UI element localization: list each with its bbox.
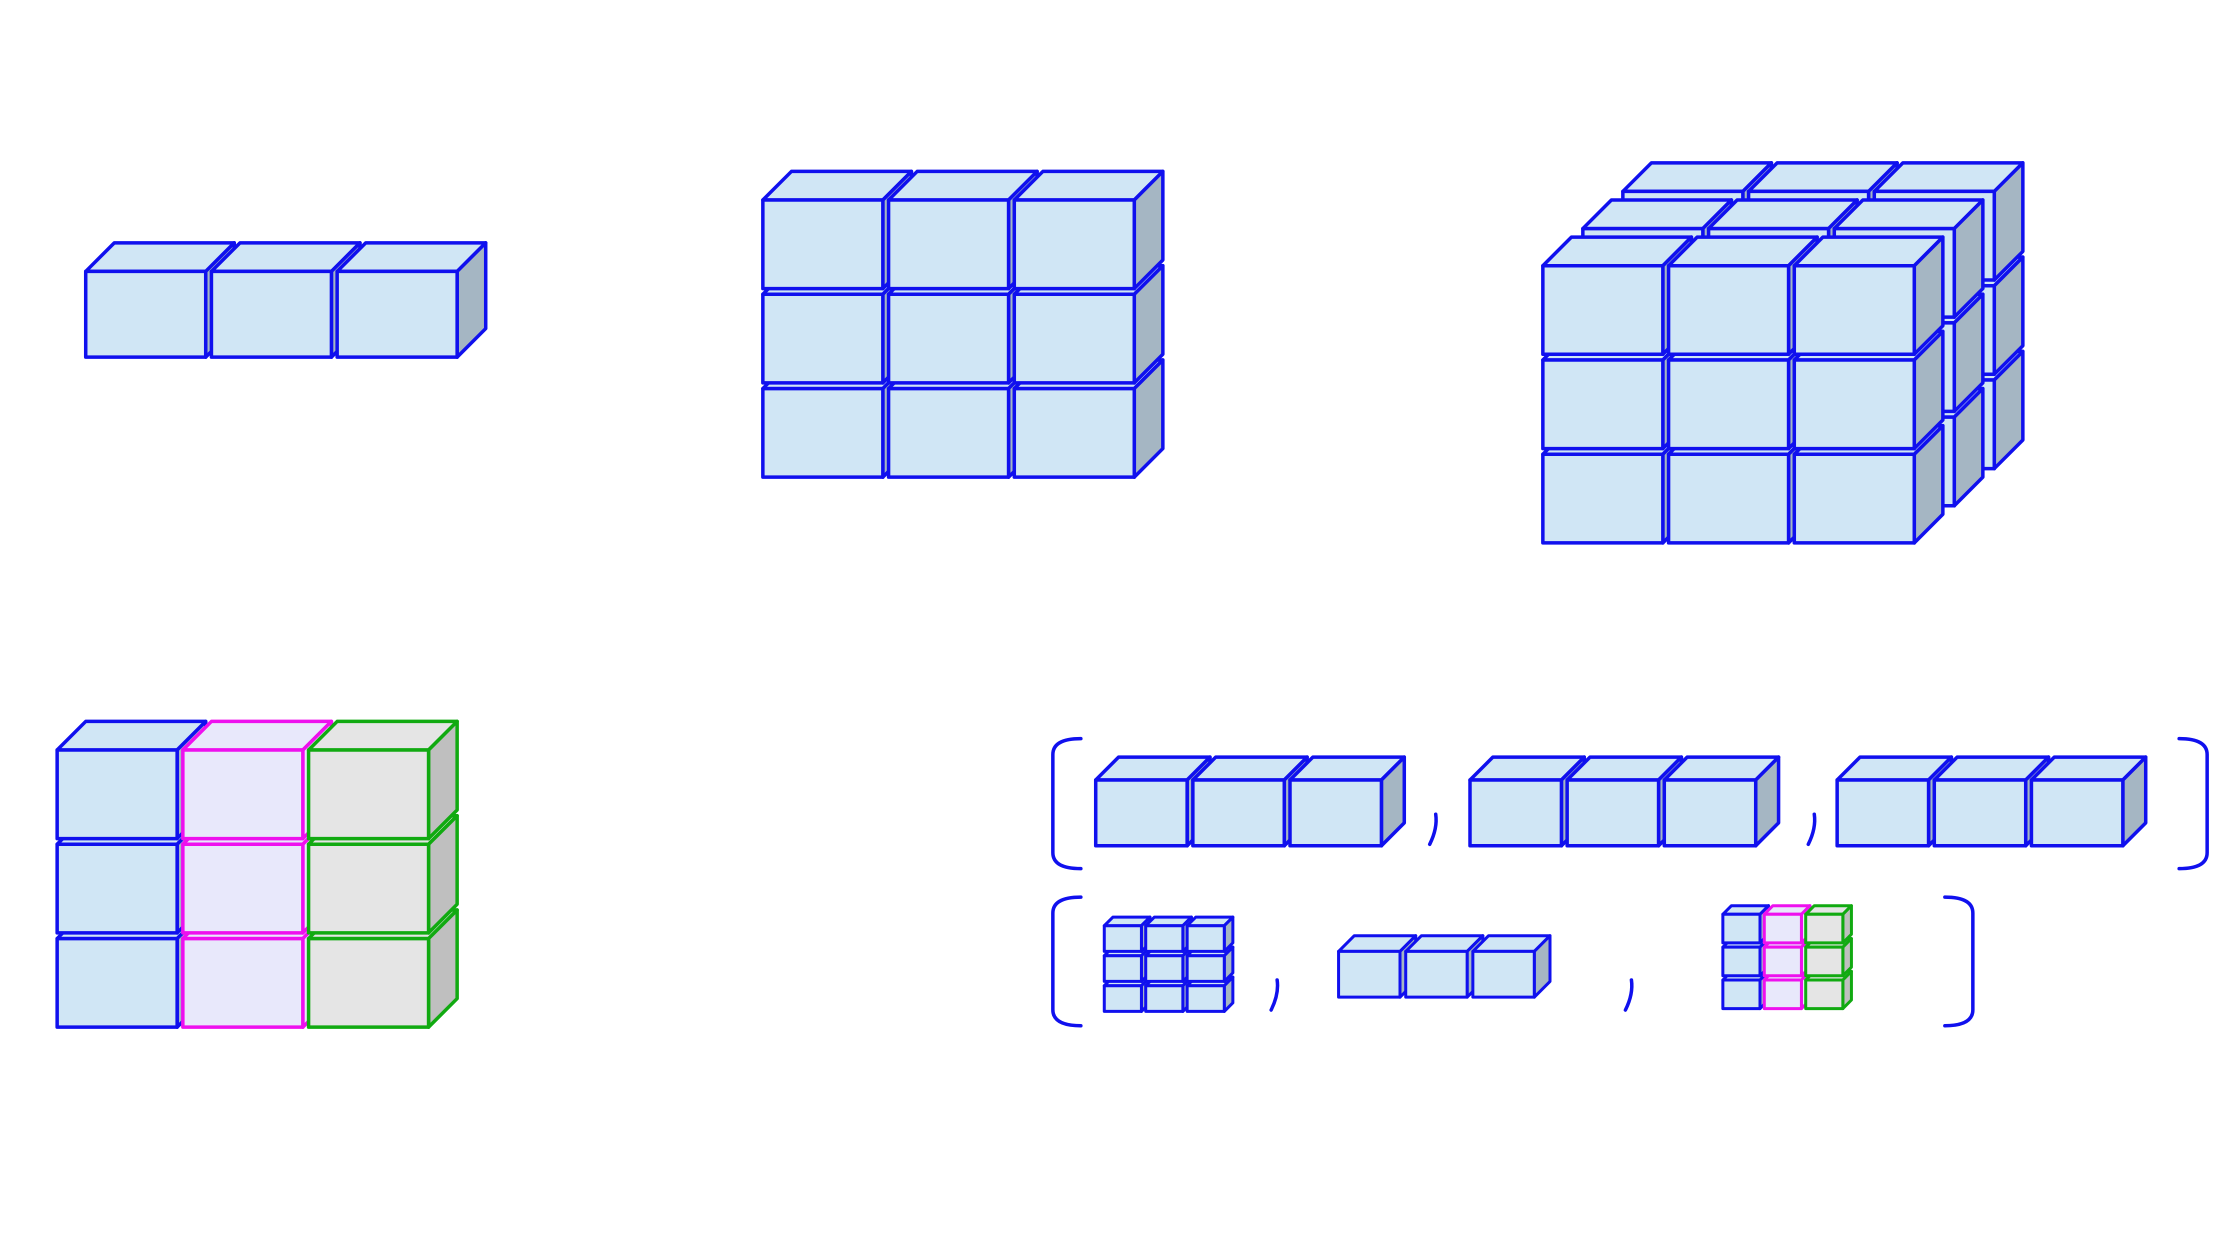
list-2-left-bracket [1051,895,1083,1028]
cube-front-face [335,269,459,359]
cube [2029,755,2148,848]
cube-front-face [886,386,1011,479]
row-of-cubes [83,241,488,359]
cube-front-face [1932,778,2028,848]
cube-front-face [306,748,431,841]
cube-front-face [886,292,1011,385]
cube-front-face [181,748,305,841]
cube-front-face [181,936,305,1029]
cube-front-face [1792,263,1917,357]
cube-front-face [1721,945,1762,978]
cube-front-face [1792,452,1917,545]
cube-front-face [306,842,431,935]
cube-front-face [1185,954,1226,983]
cube-front-face [1012,198,1137,291]
list-1-right-bracket [2177,736,2209,871]
list-1-left-bracket [1051,736,1083,871]
cube-front-face [761,386,885,479]
cube-front-face [1721,978,1762,1011]
cube-front-face [1804,978,1845,1011]
small-grid [1102,915,1235,1013]
cube-front-face [1404,949,1469,999]
cube-front-face [55,936,179,1029]
cube-front-face [1721,912,1762,945]
cube-front-face [1804,945,1845,978]
cube [335,241,488,359]
cube-front-face [1102,924,1143,953]
small-row [1337,934,1552,999]
cube-front-face [1012,292,1137,385]
cube-front-face [1762,978,1803,1011]
cube [1404,934,1485,999]
cube-front-face [1471,949,1536,999]
cube-front-face [55,748,179,841]
cube-front-face [1191,778,1287,848]
cube [1012,169,1165,291]
cube-front-face [1468,778,1564,848]
cube-front-face [306,936,431,1029]
cube-front-face [55,842,179,935]
cube-front-face [1666,358,1791,451]
cube-front-face [1144,954,1185,983]
cube-front-face [181,842,305,935]
cube-front-face [1792,358,1917,451]
cube-front-face [761,198,885,291]
small-colored-grid [1721,904,1853,1011]
cube [1792,235,1945,357]
cube-front-face [886,198,1011,291]
cube [1102,915,1152,953]
cube [1662,755,1781,848]
cube-front-face [1541,358,1665,451]
cube-front-face [1185,924,1226,953]
cube-front-face [1144,984,1185,1013]
cube-front-face [1144,924,1185,953]
cube-front-face [2029,778,2125,848]
cube-front-face [83,269,208,359]
cube-front-face [1662,778,1758,848]
cube-front-face [1288,778,1384,848]
cube [306,719,459,841]
cube-front-face [1012,386,1137,479]
list-1-comma-2 [1806,812,1817,847]
cube-front-face [209,269,334,359]
cube [1288,755,1407,848]
row-3 [1835,755,2148,848]
cube-front-face [761,292,885,385]
cube [1721,904,1771,945]
cube [1471,934,1552,999]
cube [1144,915,1193,953]
list-2-comma-1 [1269,978,1280,1012]
cube [1337,934,1418,999]
cube-front-face [1804,912,1845,945]
cube-front-face [1541,452,1665,545]
grid-of-cubes [761,169,1165,479]
row-1 [1093,755,1407,848]
list-2-comma-2 [1623,978,1634,1012]
colored-grid-of-cubes [55,719,459,1029]
cube-front-face [1565,778,1661,848]
cube-front-face [1093,778,1189,848]
cube-front-face [1541,263,1665,357]
cube-front-face [1666,452,1791,545]
list-2-right-bracket [1943,895,1975,1028]
cube-front-face [1762,945,1803,978]
cube [1762,904,1812,945]
cube [1185,975,1235,1013]
block-of-cubes [1541,161,2025,545]
cube-front-face [1102,954,1143,983]
cube-front-face [1762,912,1803,945]
cube-front-face [1102,984,1143,1013]
cube-front-face [1666,263,1791,357]
cube [1804,904,1853,945]
cube-front-face [1185,984,1226,1013]
cube [1185,915,1235,953]
list-1-comma-1 [1427,812,1438,847]
row-2 [1468,755,1781,848]
cube-front-face [1337,949,1402,999]
cube-front-face [1835,778,1931,848]
